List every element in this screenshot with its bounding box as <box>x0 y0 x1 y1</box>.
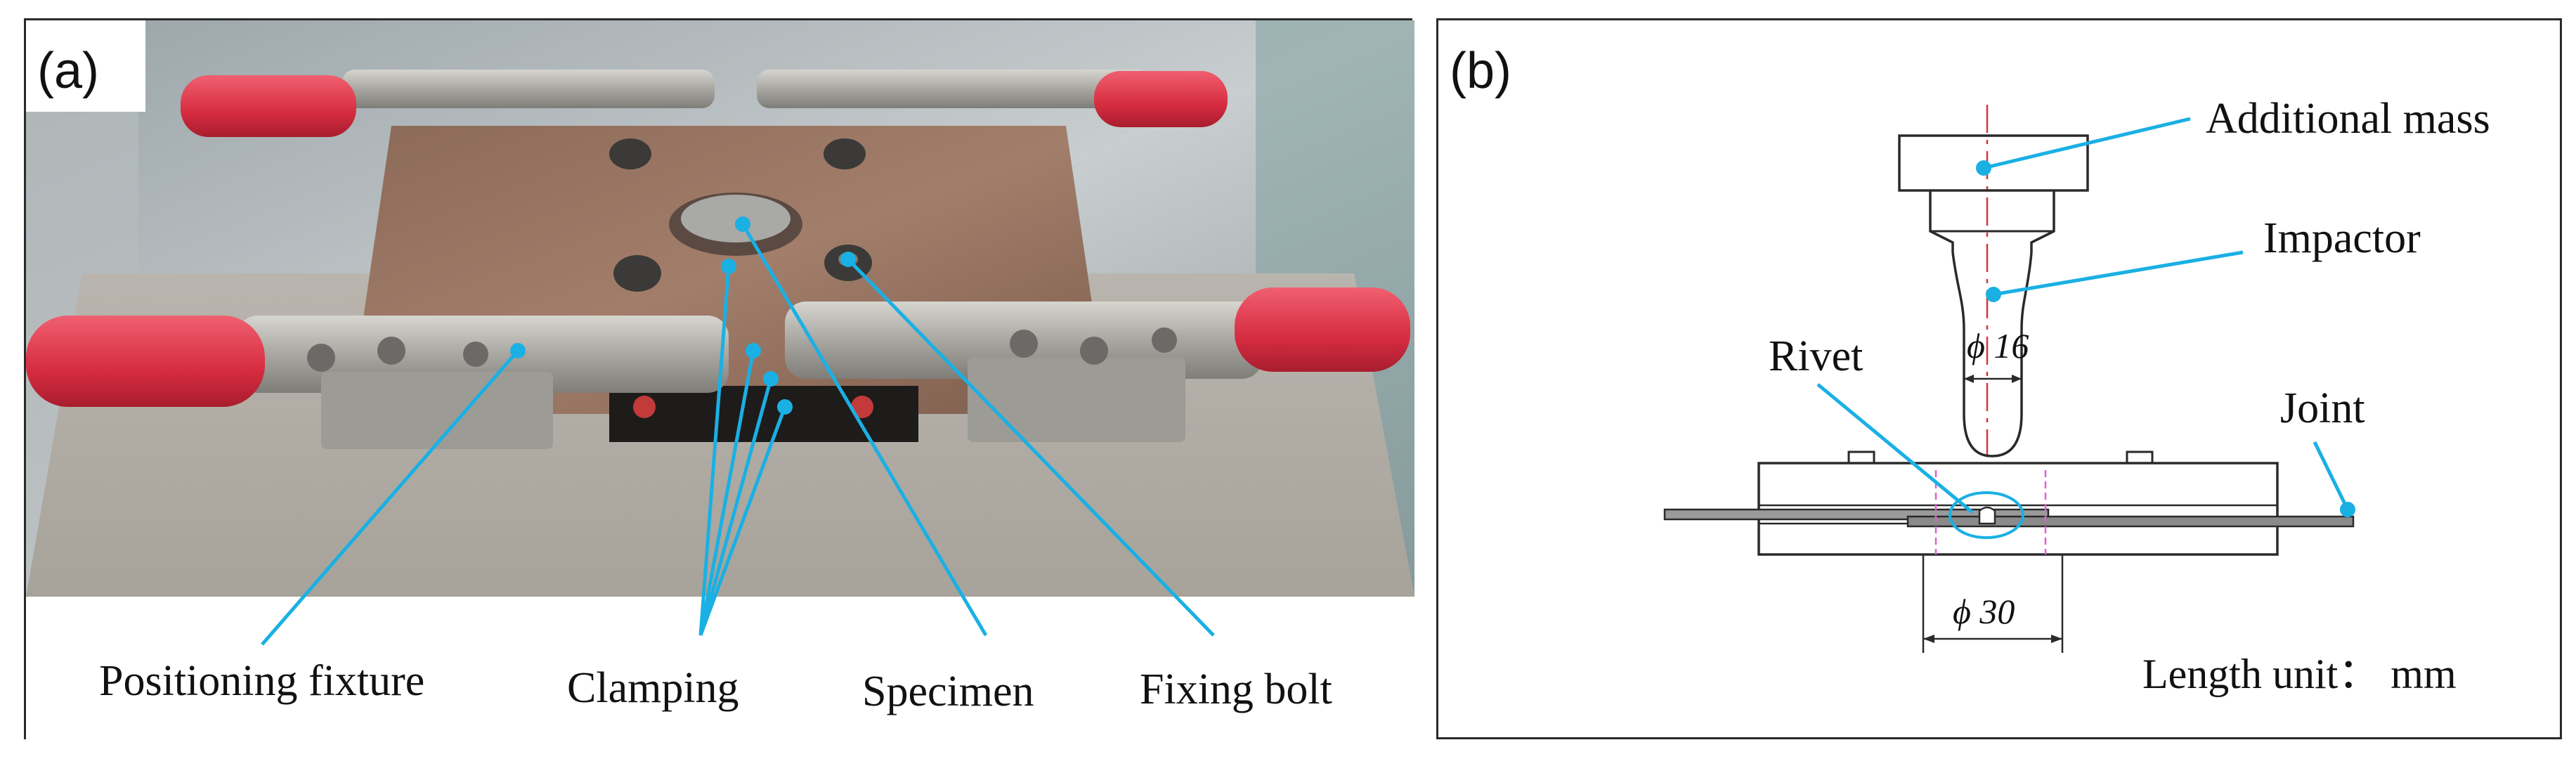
top-right-clamp-handle <box>1094 71 1228 127</box>
label-additional-mass: Additional mass <box>2206 95 2490 143</box>
panel-a-tag-box <box>26 20 145 112</box>
panel-a-label-area <box>26 597 1414 741</box>
clamp-slot <box>609 386 918 442</box>
panel-a-leader-lines <box>261 223 1215 646</box>
fixing-bolt-1 <box>609 138 651 169</box>
label-rivet: Rivet <box>1769 332 1863 380</box>
panel-b-tag: (b) <box>1450 43 1511 99</box>
schematic-drawing: (b) Additional mass Impactor Rivet Joint… <box>1450 43 2490 697</box>
label-specimen: Specimen <box>862 668 1034 715</box>
panel-a-tag: (a) <box>37 43 99 99</box>
fixing-bolt-2 <box>824 138 866 169</box>
bottom-right-clamp-handle <box>1235 287 1410 372</box>
bottom-left-clamp-handle <box>26 316 265 407</box>
label-fixing-bolt: Fixing bolt <box>1140 666 1332 713</box>
top-left-clamp <box>342 70 715 108</box>
label-joint: Joint <box>2280 384 2365 432</box>
joint-plate-right <box>1906 515 2355 528</box>
label-positioning-fixture: Positioning fixture <box>99 657 424 705</box>
top-left-clamp-handle <box>181 75 356 137</box>
panel-b-schematic: (b) Additional mass Impactor Rivet Joint… <box>1436 18 2562 739</box>
top-right-clamp <box>757 70 1150 108</box>
panel-a-photo: (a) Positioning fixture Clamping Specime… <box>24 18 1414 741</box>
additional-mass-shape <box>1898 134 2089 192</box>
rivet-highlight <box>1949 491 2024 539</box>
label-dim-base: ϕ 30 <box>1953 592 2015 631</box>
fixing-bolt-3 <box>613 255 661 292</box>
rivet-shape <box>1978 506 1996 525</box>
label-dim-impactor: ϕ 16 <box>1967 326 2029 365</box>
panel-b-leader-lines <box>1816 117 2350 514</box>
label-length-unit: Length unit： mm <box>2142 651 2457 697</box>
impactor-shape <box>1951 252 2033 458</box>
label-clamping: Clamping <box>567 664 739 712</box>
label-impactor: Impactor <box>2263 214 2421 262</box>
photo-scene: (a) Positioning fixture Clamping Specime… <box>26 20 1414 741</box>
